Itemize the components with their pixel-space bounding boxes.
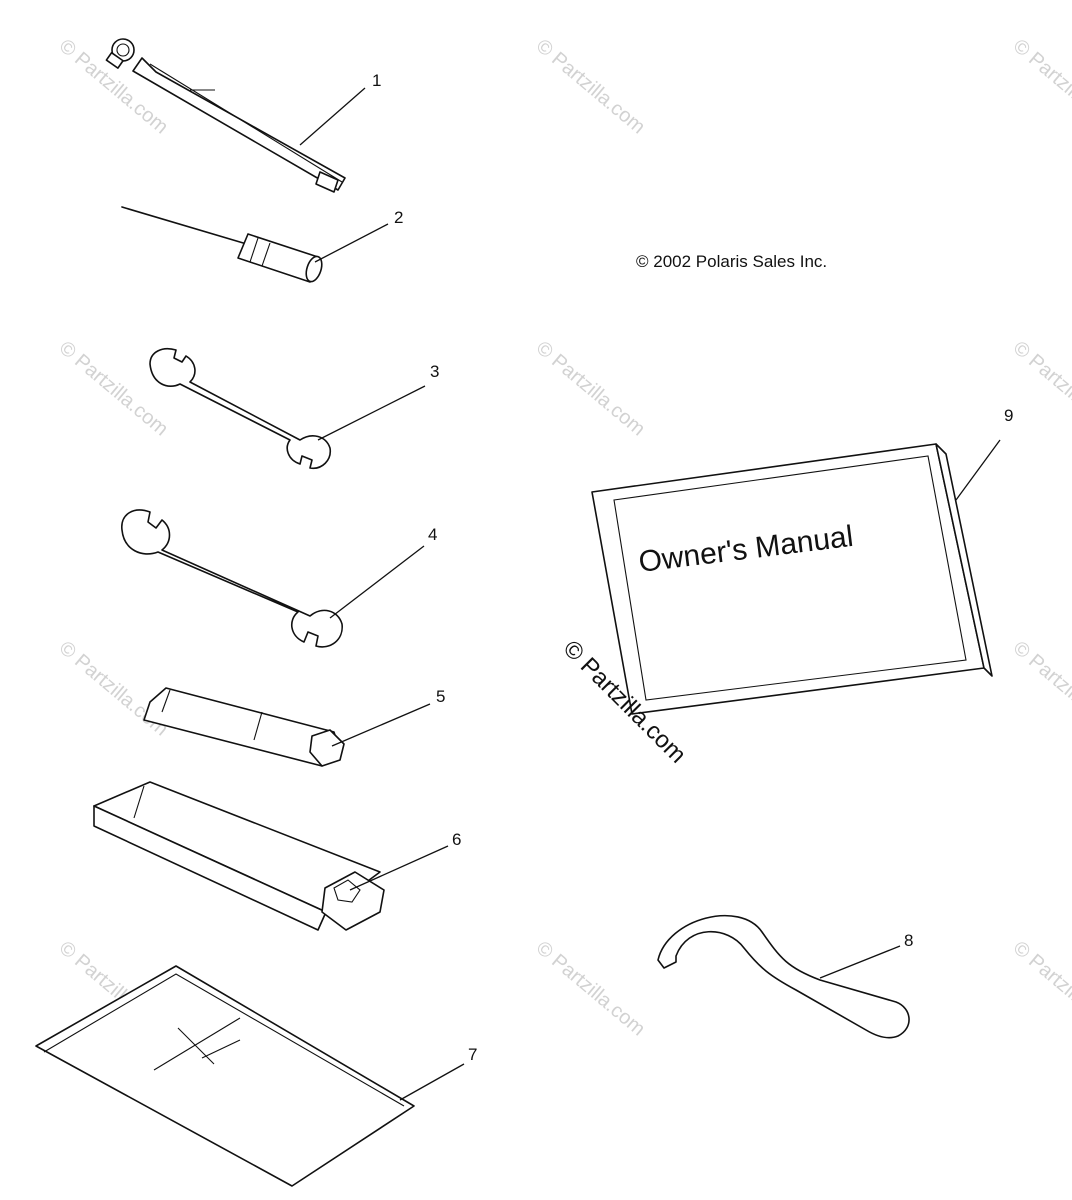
watermark: © Partzilla.com <box>532 35 649 138</box>
callout-label: 1 <box>372 71 381 90</box>
callout-label: 9 <box>1004 406 1013 425</box>
watermark: © Partzilla.com <box>1009 637 1072 740</box>
callout-label: 4 <box>428 525 437 544</box>
callout-label: 7 <box>468 1045 477 1064</box>
screwdriver-icon <box>121 206 323 283</box>
callout-label: 6 <box>452 830 461 849</box>
watermark: © Partzilla.com <box>532 937 649 1040</box>
watermark: © Partzilla.com <box>532 337 649 440</box>
combination-wrench-icon <box>121 509 343 648</box>
callout-label: 8 <box>904 931 913 950</box>
spark-plug-socket-icon <box>143 687 345 767</box>
owners-manual-icon: Owner's Manual <box>591 443 993 715</box>
watermark: © Partzilla.com <box>1009 337 1072 440</box>
spanner-wrench-icon <box>657 914 910 1039</box>
tool-holder-icon <box>93 781 385 931</box>
copyright-notice: © 2002 Polaris Sales Inc. <box>636 252 828 271</box>
callout-label: 2 <box>394 208 403 227</box>
watermark: © Partzilla.com <box>1009 35 1072 138</box>
tire-pressure-gauge-icon <box>105 38 346 193</box>
callout-label: 5 <box>436 687 445 706</box>
watermark: © Partzilla.com <box>1009 937 1072 1040</box>
open-end-wrench-icon <box>149 348 332 470</box>
tool-bag-icon <box>35 965 415 1187</box>
callout-label: 3 <box>430 362 439 381</box>
watermark: © Partzilla.com <box>55 637 172 740</box>
